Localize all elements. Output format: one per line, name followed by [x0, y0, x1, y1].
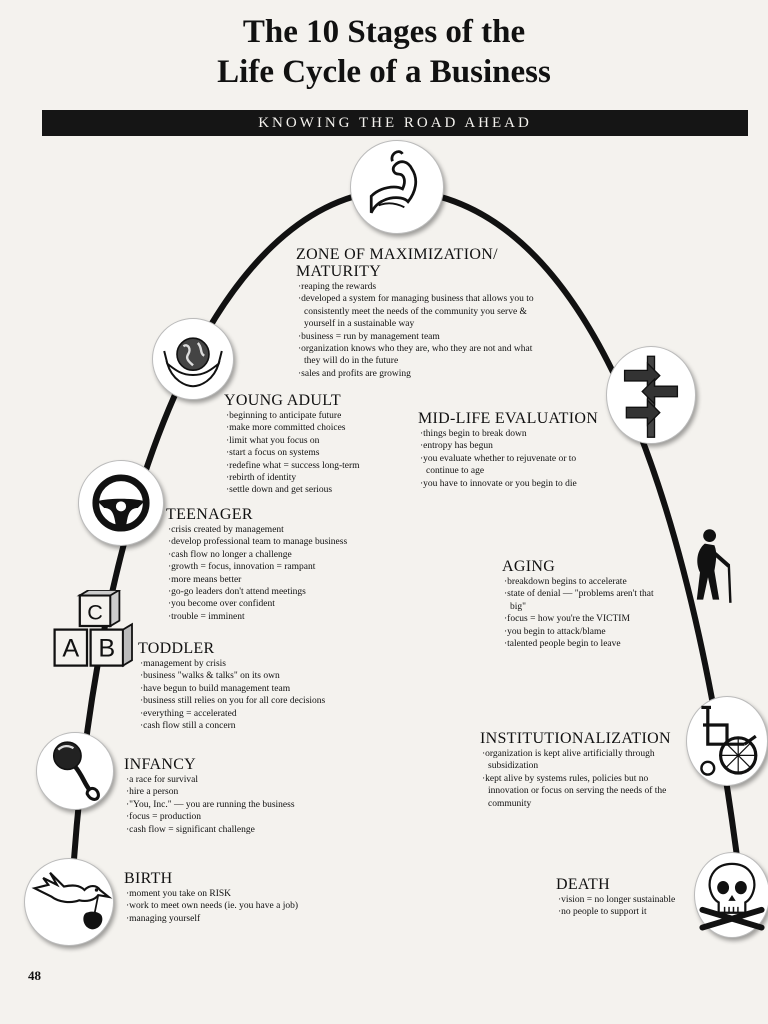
- steering-wheel-icon: [78, 460, 164, 546]
- bullet: growth = focus, innovation = rampant: [166, 561, 386, 573]
- bullet: limit what you focus on: [224, 435, 394, 447]
- stage-young-adult-bullets: beginning to anticipate future make more…: [224, 410, 394, 497]
- bullet: more means better: [166, 574, 386, 586]
- bullet: moment you take on RISK: [124, 888, 334, 900]
- stage-death-bullets: vision = no longer sustainable no people…: [556, 894, 696, 919]
- block-letter: A: [62, 635, 79, 663]
- bullet: a race for survival: [124, 774, 334, 786]
- stage-birth-bullets: moment you take on RISK work to meet own…: [124, 888, 334, 925]
- stork-icon: [24, 858, 114, 946]
- bullet: rebirth of identity: [224, 472, 394, 484]
- bullet: state of denial — "problems aren't that …: [502, 588, 667, 613]
- bullet: business "walks & talks" on its own: [138, 670, 368, 682]
- stage-infancy: INFANCY a race for survival hire a perso…: [124, 756, 334, 836]
- bullet: settle down and get serious: [224, 484, 394, 496]
- bullet: reaping the rewards: [296, 281, 546, 293]
- bullet: things begin to break down: [418, 428, 610, 440]
- stage-mid-life-bullets: things begin to break down entropy has b…: [418, 428, 610, 490]
- old-man-cane-icon: [668, 520, 748, 612]
- bullet: you evaluate whether to rejuvenate or to…: [418, 453, 610, 478]
- bullet: redefine what = success long-term: [224, 460, 394, 472]
- bullet: you become over confident: [166, 598, 386, 610]
- stage-toddler: TODDLER management by crisis business "w…: [138, 640, 368, 732]
- stage-maturity-title: ZONE OF MAXIMIZATION/MATURITY: [296, 246, 546, 280]
- bullet: business = run by management team: [296, 331, 546, 343]
- stage-toddler-title: TODDLER: [138, 640, 368, 657]
- stage-toddler-bullets: management by crisis business "walks & t…: [138, 658, 368, 732]
- stage-birth-title: BIRTH: [124, 870, 334, 887]
- bullet: talented people begin to leave: [502, 638, 667, 650]
- stage-mid-life-title: MID-LIFE EVALUATION: [418, 410, 610, 427]
- stage-aging-bullets: breakdown begins to accelerate state of …: [502, 576, 667, 650]
- stage-aging-title: AGING: [502, 558, 667, 575]
- bullet: crisis created by management: [166, 524, 386, 536]
- stage-institutionalization: INSTITUTIONALIZATION organization is kep…: [480, 730, 680, 810]
- globe-in-hands-icon: [152, 318, 234, 400]
- bullet: kept alive by systems rules, policies bu…: [480, 773, 680, 810]
- bullet: breakdown begins to accelerate: [502, 576, 667, 588]
- skull-crossbones-icon: [694, 852, 768, 938]
- bullet: have begun to build management team: [138, 683, 368, 695]
- bullet: focus = how you're the VICTIM: [502, 613, 667, 625]
- stage-mid-life-evaluation: MID-LIFE EVALUATION things begin to brea…: [418, 410, 610, 490]
- stage-death-title: DEATH: [556, 876, 696, 893]
- flexed-arm-icon: [350, 140, 444, 234]
- stage-aging: AGING breakdown begins to accelerate sta…: [502, 558, 667, 650]
- stage-young-adult-title: YOUNG ADULT: [224, 392, 394, 409]
- stage-teenager: TEENAGER crisis created by management de…: [166, 506, 386, 623]
- bullet: organization knows who they are, who the…: [296, 343, 546, 368]
- bullet: make more committed choices: [224, 422, 394, 434]
- block-letter: C: [87, 600, 103, 625]
- bullet: you begin to attack/blame: [502, 626, 667, 638]
- bullet: managing yourself: [124, 913, 334, 925]
- bullet: focus = production: [124, 811, 334, 823]
- bullet: cash flow still a concern: [138, 720, 368, 732]
- bullet: "You, Inc." — you are running the busine…: [124, 799, 334, 811]
- bullet: beginning to anticipate future: [224, 410, 394, 422]
- bullet: vision = no longer sustainable: [556, 894, 696, 906]
- bullet: trouble = imminent: [166, 611, 386, 623]
- bullet: start a focus on systems: [224, 447, 394, 459]
- bullet: you have to innovate or you begin to die: [418, 478, 610, 490]
- stage-death: DEATH vision = no longer sustainable no …: [556, 876, 696, 919]
- block-letter: B: [98, 635, 115, 663]
- bullet: hire a person: [124, 786, 334, 798]
- crossroads-sign-icon: [606, 346, 696, 444]
- bullet: cash flow = significant challenge: [124, 824, 334, 836]
- stage-maturity: ZONE OF MAXIMIZATION/MATURITY reaping th…: [296, 246, 546, 380]
- stage-infancy-title: INFANCY: [124, 756, 334, 773]
- stage-birth: BIRTH moment you take on RISK work to me…: [124, 870, 334, 925]
- stage-teenager-title: TEENAGER: [166, 506, 386, 523]
- bullet: cash flow no longer a challenge: [166, 549, 386, 561]
- bullet: management by crisis: [138, 658, 368, 670]
- bullet: sales and profits are growing: [296, 368, 546, 380]
- stage-institutionalization-bullets: organization is kept alive artificially …: [480, 748, 680, 810]
- bullet: work to meet own needs (ie. you have a j…: [124, 900, 334, 912]
- wheelchair-icon: [686, 696, 768, 786]
- stage-maturity-bullets: reaping the rewards developed a system f…: [296, 281, 546, 380]
- page-number: 48: [28, 968, 41, 984]
- bullet: develop professional team to manage busi…: [166, 536, 386, 548]
- bullet: entropy has begun: [418, 440, 610, 452]
- bullet: no people to support it: [556, 906, 696, 918]
- stage-infancy-bullets: a race for survival hire a person "You, …: [124, 774, 334, 836]
- bullet: everything = accelerated: [138, 708, 368, 720]
- stage-teenager-bullets: crisis created by management develop pro…: [166, 524, 386, 623]
- stage-young-adult: YOUNG ADULT beginning to anticipate futu…: [224, 392, 394, 497]
- abc-blocks-icon: C A B: [48, 590, 144, 680]
- bullet: go-go leaders don't attend meetings: [166, 586, 386, 598]
- bullet: developed a system for managing business…: [296, 293, 546, 330]
- bullet: organization is kept alive artificially …: [480, 748, 680, 773]
- rattle-icon: [36, 732, 114, 810]
- bullet: business still relies on you for all cor…: [138, 695, 368, 707]
- stage-institutionalization-title: INSTITUTIONALIZATION: [480, 730, 680, 747]
